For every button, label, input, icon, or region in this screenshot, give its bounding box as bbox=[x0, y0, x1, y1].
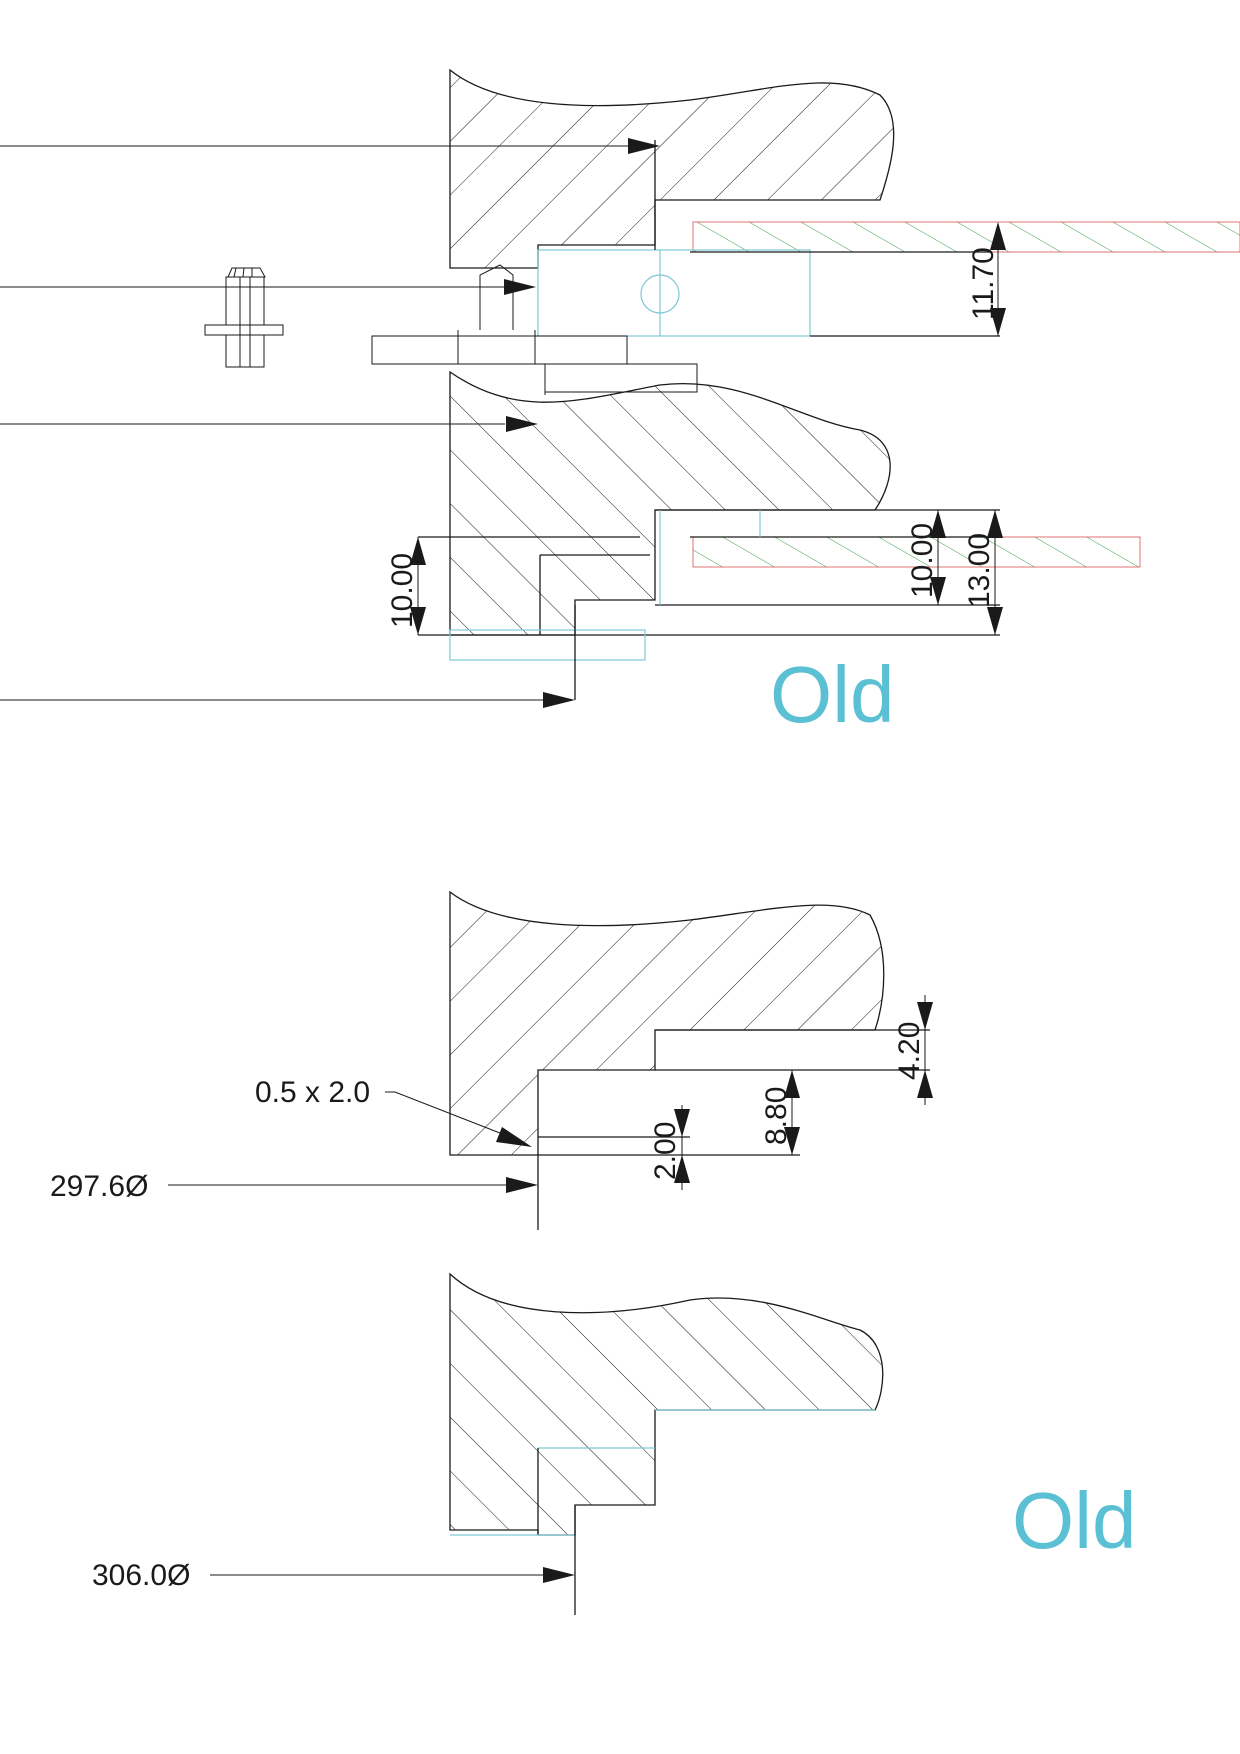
diameter-297-text: 297.6Ø bbox=[50, 1170, 148, 1203]
dimension-11-70: 11.70 bbox=[967, 222, 1006, 336]
chamfer-text: 0.5 x 2.0 bbox=[255, 1076, 370, 1109]
screw-icon bbox=[204, 267, 284, 368]
section-middle: 4.20 8.80 2.00 0.5 x 2.0 297.6Ø bbox=[50, 890, 933, 1230]
chamfer-callout: 0.5 x 2.0 bbox=[255, 1076, 532, 1147]
leader-lines-top bbox=[0, 138, 660, 708]
plate bbox=[371, 335, 628, 365]
dimension-10-00-left: 10.00 bbox=[386, 537, 426, 635]
dim-value-11-70: 11.70 bbox=[967, 247, 1000, 320]
insert-block bbox=[537, 249, 811, 337]
hole-circle bbox=[640, 274, 680, 314]
dimension-4-20: 4.20 bbox=[893, 995, 933, 1105]
middle-body-section bbox=[449, 890, 885, 1156]
dim-value-13-00: 13.00 bbox=[963, 533, 996, 608]
diameter-297-callout: 297.6Ø bbox=[50, 1170, 538, 1203]
dim-value-8-80: 8.80 bbox=[760, 1087, 793, 1145]
dim-value-10-00-right: 10.00 bbox=[906, 523, 939, 598]
upper-body-section bbox=[449, 68, 895, 269]
dim-value-10-00-left: 10.00 bbox=[386, 553, 419, 628]
dimension-2-00: 2.00 bbox=[649, 1105, 690, 1190]
dimension-13-00: 13.00 bbox=[963, 510, 1003, 635]
old-label-bottom: Old bbox=[1012, 1476, 1137, 1565]
diameter-306-text: 306.0Ø bbox=[92, 1559, 190, 1592]
diameter-306-callout: 306.0Ø bbox=[92, 1559, 575, 1592]
dimension-10-00-right: 10.00 bbox=[906, 510, 946, 605]
pin bbox=[479, 264, 514, 330]
lower-body-section bbox=[449, 370, 891, 636]
section-top: 11.70 10.00 10.00 13.00 Old bbox=[0, 68, 1240, 739]
dim-value-2-00: 2.00 bbox=[649, 1122, 682, 1180]
seal-outline bbox=[449, 629, 646, 661]
bottom-body-section bbox=[449, 1272, 884, 1536]
section-bottom: 306.0Ø Old bbox=[92, 1272, 1137, 1615]
dimension-8-80: 8.80 bbox=[760, 1070, 800, 1155]
dim-value-4-20: 4.20 bbox=[893, 1022, 926, 1080]
old-label-top: Old bbox=[770, 650, 895, 739]
glass-pane-upper bbox=[692, 221, 1240, 253]
